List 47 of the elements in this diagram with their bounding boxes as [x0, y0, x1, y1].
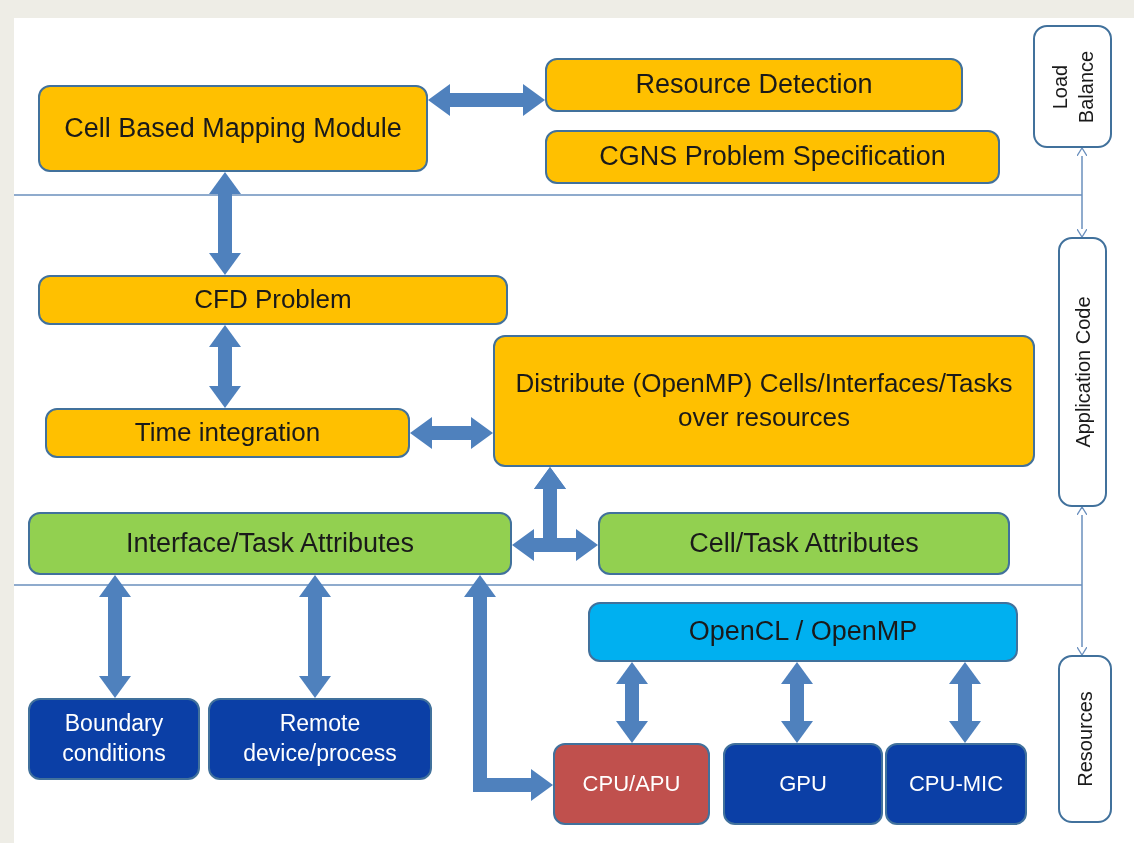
box-label: OpenCL / OpenMP [688, 615, 918, 649]
double-arrow [1076, 506, 1088, 656]
double-arrow [209, 172, 241, 275]
double-arrow [1076, 147, 1088, 238]
process-box [545, 130, 1000, 184]
device-box [885, 743, 1027, 825]
box-label: Time integration [134, 416, 321, 450]
device-box [208, 698, 432, 780]
device-box [553, 743, 710, 825]
process-box [493, 335, 1035, 467]
device-box [723, 743, 883, 825]
layer-label-box [1033, 25, 1112, 148]
double-arrow [410, 417, 493, 449]
box-label: Boundary conditions [61, 709, 167, 768]
box-label: Load Balance [1047, 49, 1098, 125]
layer-label-box [1058, 237, 1107, 507]
double-arrow [209, 325, 241, 408]
box-label: Remote device/process [242, 709, 398, 768]
double-arrow [99, 575, 131, 698]
box-label: GPU [779, 769, 827, 798]
double-arrow [781, 662, 813, 743]
double-arrow [949, 662, 981, 743]
double-arrow [299, 575, 331, 698]
double-arrow [616, 662, 648, 743]
box-label: Cell Based Mapping Module [64, 111, 402, 145]
box-label: Application Code [1070, 295, 1095, 450]
double-arrow [428, 84, 545, 116]
box-label: Interface/Task Attributes [125, 526, 415, 560]
attribute-box [598, 512, 1010, 575]
process-box [38, 275, 508, 325]
process-box [545, 58, 963, 112]
process-box [45, 408, 410, 458]
device-box [28, 698, 200, 780]
box-label: CPU/APU [582, 769, 681, 798]
box-label: CGNS Problem Specification [599, 140, 946, 174]
box-label: Resource Detection [635, 68, 873, 102]
box-label: Resources [1073, 690, 1097, 789]
box-label: CPU-MIC [908, 769, 1004, 798]
api-box [588, 602, 1018, 662]
layer-label-box [1058, 655, 1112, 823]
double-arrow [534, 467, 598, 561]
box-label: Distribute (OpenMP) Cells/Interfaces/Tasks over resources [514, 367, 1014, 434]
process-box [38, 85, 428, 172]
attribute-box [28, 512, 512, 575]
double-arrow [464, 575, 553, 801]
box-label: Cell/Task Attributes [689, 526, 919, 560]
box-label: CFD Problem [194, 283, 352, 317]
